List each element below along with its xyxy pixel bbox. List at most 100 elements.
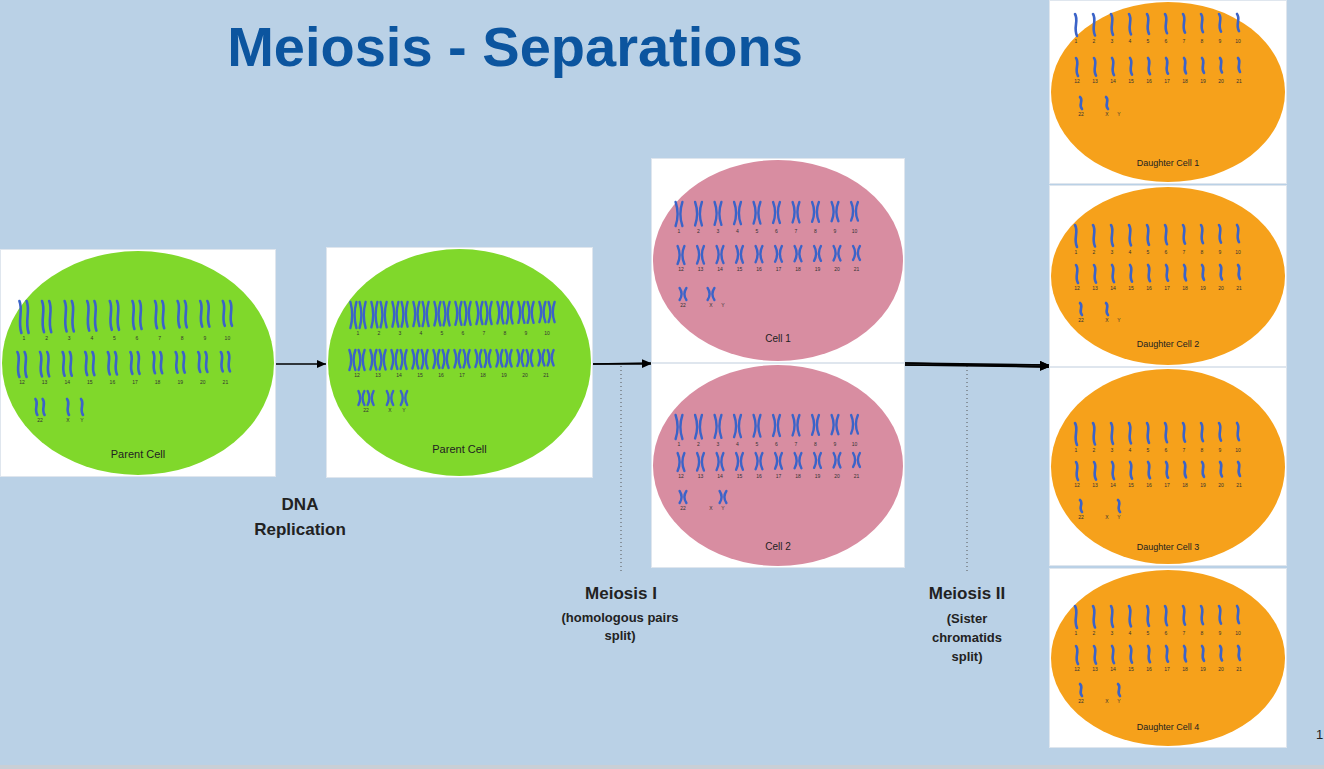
chromosome-number: 7 — [1174, 39, 1194, 44]
chromosome-number: X — [1097, 699, 1117, 704]
chromatid — [1184, 265, 1186, 280]
chromatid — [422, 350, 424, 369]
cell-label: Parent Cell — [326, 443, 593, 456]
chromatid — [160, 352, 162, 373]
chromosome-number: 21 — [1229, 667, 1249, 672]
chromatid — [1112, 646, 1114, 663]
chromosome-number: 8 — [1192, 39, 1212, 44]
chromatid — [760, 453, 762, 469]
chromosome-number: 22 — [356, 408, 376, 413]
chromatid — [1166, 646, 1168, 662]
chromatid — [1202, 58, 1204, 73]
chromatid — [412, 350, 414, 369]
chromatid — [1111, 14, 1113, 35]
cell-label: Parent Cell — [0, 448, 276, 461]
chromatid — [153, 352, 155, 373]
chromatid — [397, 302, 399, 327]
chromatid — [702, 453, 704, 471]
chromosome-number: 18 — [148, 380, 168, 385]
chromatid — [392, 302, 394, 327]
chromosome-number: 19 — [808, 474, 828, 479]
chromatid — [371, 302, 373, 327]
chromatid — [708, 288, 710, 300]
chromatid — [85, 352, 87, 375]
chromatid — [773, 202, 775, 223]
cell: Cell 2123456789101213141516171819202122X… — [651, 363, 905, 568]
chromatid — [496, 350, 498, 367]
chromosome-number: 9 — [1210, 250, 1230, 255]
chromosome-number: 16 — [1139, 667, 1159, 672]
chromosome-number: X — [1097, 515, 1117, 520]
chromatid — [405, 391, 407, 405]
chromatid — [819, 453, 821, 468]
chromatid — [1183, 225, 1185, 244]
chromosome-number: 14 — [1103, 79, 1123, 84]
chromatid — [138, 352, 140, 374]
chromosome-number: 16 — [749, 474, 769, 479]
chromosome-number: 7 — [474, 331, 494, 336]
karyotype — [676, 202, 860, 300]
chromatid — [853, 453, 855, 467]
chromosome-number: Y — [1109, 515, 1129, 520]
chromatid — [65, 301, 67, 331]
chromosome-number: 4 — [1120, 631, 1140, 636]
chromosome-number: 2 — [1084, 250, 1104, 255]
page-number: 1 — [1316, 727, 1324, 743]
chromatid — [775, 246, 777, 262]
chromosome-number: 16 — [102, 380, 122, 385]
chromosome-number: 22 — [1071, 112, 1091, 117]
chromatid — [680, 415, 682, 439]
cell-body — [328, 249, 591, 476]
chromatid — [1148, 265, 1150, 281]
chromatid — [1201, 225, 1203, 243]
chromatid — [132, 301, 134, 329]
chromosome-number: 18 — [1175, 286, 1195, 291]
chromatid — [544, 302, 546, 322]
chromatid — [1094, 462, 1096, 480]
chromosome-number: 13 — [1085, 483, 1105, 488]
chromatid — [1184, 58, 1186, 73]
chromatid — [1201, 14, 1203, 32]
chromatid — [851, 202, 853, 221]
chromatid — [1080, 303, 1082, 315]
chromatid — [115, 352, 117, 375]
chromosome-number: 8 — [806, 442, 826, 447]
chromosome-number: 10 — [1228, 631, 1248, 636]
chromosome-number: 15 — [1121, 286, 1141, 291]
chromatid — [185, 301, 187, 327]
chromatid — [207, 301, 209, 327]
chromosome-number: 3 — [390, 331, 410, 336]
chromatid — [1094, 265, 1096, 283]
chromosome-number: 3 — [708, 442, 728, 447]
chromosome-number: 19 — [494, 373, 514, 378]
chromatid — [1080, 97, 1082, 109]
stage-label: DNA Replication — [240, 492, 360, 542]
chromatid — [1237, 423, 1239, 440]
chromatid — [176, 352, 178, 373]
chromosome-number: 3 — [1102, 250, 1122, 255]
chromatid — [856, 202, 858, 221]
chromosome-number: 14 — [710, 474, 730, 479]
chromatid — [793, 202, 795, 222]
chromatid — [1183, 423, 1185, 442]
chromatid — [1165, 606, 1167, 625]
chromatid — [719, 415, 721, 438]
karyotype — [676, 415, 860, 503]
chromosome-number: 10 — [1228, 250, 1248, 255]
chromatid — [497, 302, 499, 323]
chromosome-number: 1 — [669, 229, 689, 234]
chromatid — [380, 350, 382, 370]
chromosome-number: 7 — [1174, 250, 1194, 255]
chromosome-number: 22 — [673, 303, 693, 308]
chromosome-number: 6 — [127, 336, 147, 341]
chromosome-number: 13 — [691, 474, 711, 479]
chromosome-number: 16 — [1139, 483, 1159, 488]
chromatid — [717, 453, 719, 470]
chromatid — [223, 301, 225, 326]
chromatid — [230, 301, 232, 326]
chromosome-number: 9 — [1210, 631, 1230, 636]
chromosome-number: 5 — [1138, 39, 1158, 44]
chromatid — [433, 350, 435, 368]
karyotype — [1075, 606, 1240, 696]
chromosome-number: 9 — [825, 442, 845, 447]
